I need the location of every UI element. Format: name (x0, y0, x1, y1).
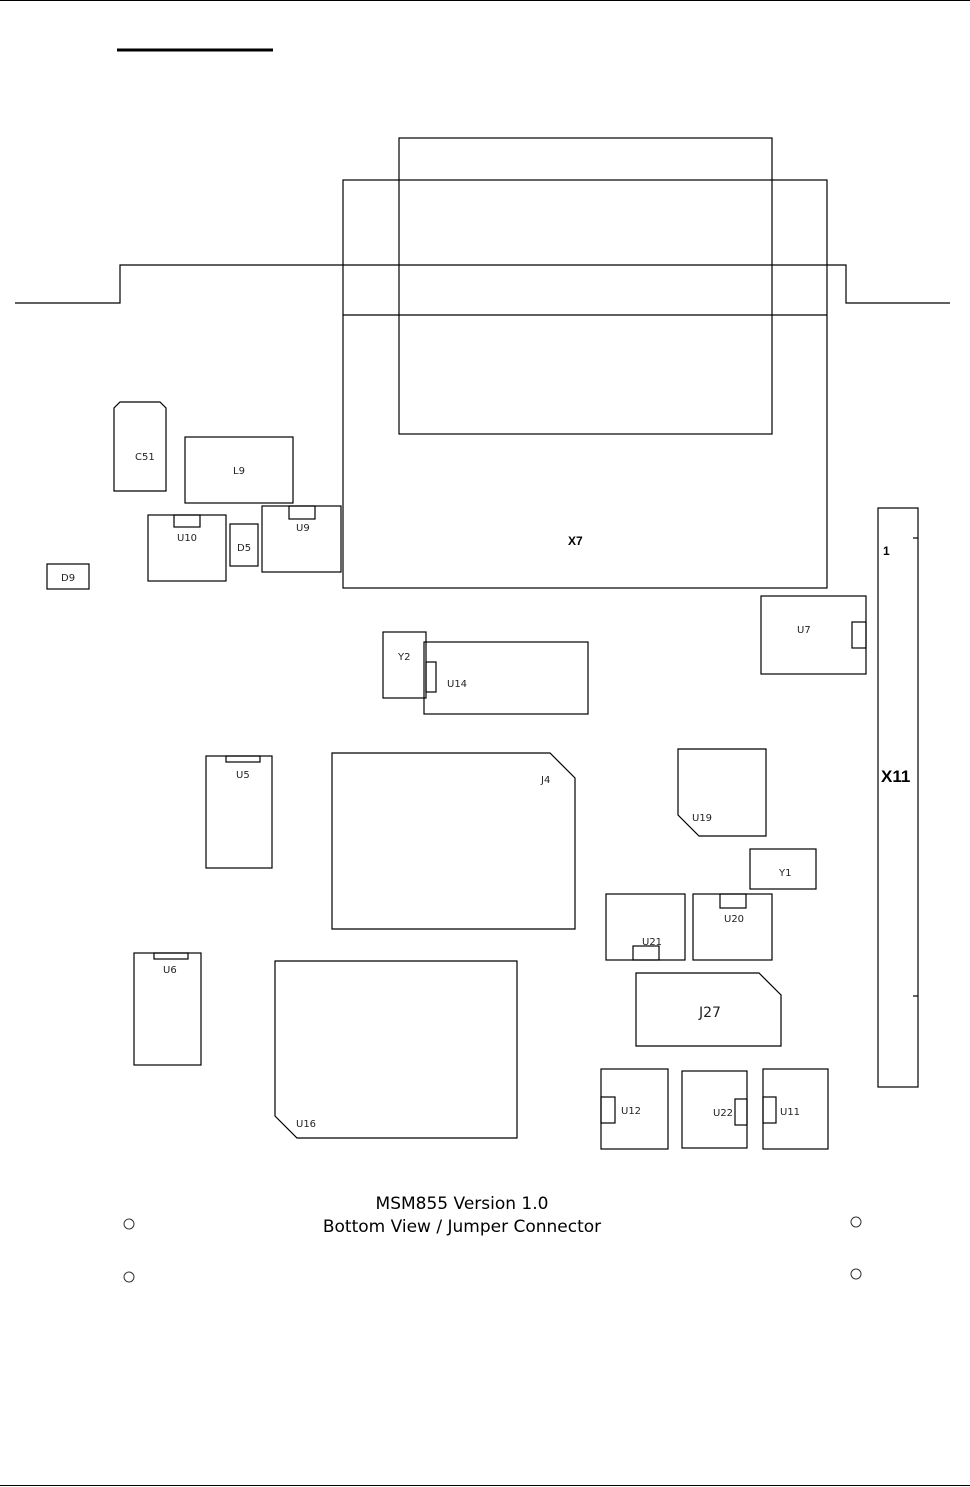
component-d5: D5 (230, 524, 258, 566)
component-u12: U12 (601, 1069, 668, 1149)
y2-outline (383, 632, 426, 698)
u12-label: U12 (621, 1106, 641, 1117)
u14-label: U14 (447, 679, 467, 690)
u22-notch (735, 1099, 747, 1125)
u22-label: U22 (713, 1108, 733, 1119)
d9-label: D9 (61, 573, 75, 584)
component-u16: U16 (275, 961, 517, 1138)
u16-outline (275, 961, 517, 1138)
u10-outline (148, 515, 226, 581)
u5-label: U5 (236, 770, 250, 781)
u10-notch (174, 515, 200, 527)
u11-notch (763, 1097, 776, 1123)
j4-outline (332, 753, 575, 929)
u21-outline (606, 894, 685, 960)
connector-x7: X7 (343, 138, 827, 588)
u7-notch (852, 622, 866, 648)
u6-label: U6 (163, 965, 177, 976)
u11-label: U11 (780, 1107, 800, 1118)
component-j27: J27 (636, 973, 781, 1046)
u10-label: U10 (177, 533, 197, 544)
u21-label: U21 (642, 937, 662, 948)
x7-body (343, 180, 827, 588)
c51-label: C51 (135, 452, 155, 463)
component-u22: U22 (682, 1071, 747, 1148)
mounting-hole-top-left (124, 1219, 134, 1229)
component-u10: U10 (148, 515, 226, 581)
u5-notch (226, 756, 260, 762)
u7-label: U7 (797, 625, 811, 636)
component-u11: U11 (763, 1069, 828, 1149)
x7-back-shell (399, 138, 772, 434)
u12-notch (601, 1097, 615, 1123)
u7-outline (761, 596, 866, 674)
component-u5: U5 (206, 756, 272, 868)
j27-label: J27 (698, 1005, 721, 1021)
d5-label: D5 (237, 543, 251, 554)
mounting-hole-bottom-left (124, 1272, 134, 1282)
y2-tab (426, 662, 436, 692)
component-d9: D9 (47, 564, 89, 589)
component-c51: C51 (114, 402, 166, 491)
u20-outline (693, 894, 772, 960)
u9-outline (262, 506, 341, 572)
component-u7: U7 (761, 596, 866, 674)
component-y1: Y1 (750, 849, 816, 889)
l9-label: L9 (233, 466, 245, 477)
component-u9: U9 (262, 506, 341, 572)
x11-label: X11 (881, 767, 910, 786)
u14-outline (424, 642, 588, 714)
u19-label: U19 (692, 813, 712, 824)
c51-outline (114, 402, 166, 491)
x7-label: X7 (568, 534, 583, 548)
component-l9: L9 (185, 437, 293, 503)
j4-label: J4 (540, 775, 550, 786)
u21-notch (633, 946, 659, 960)
mounting-hole-bottom-right (851, 1269, 861, 1279)
mounting-hole-top-right (851, 1217, 861, 1227)
u9-label: U9 (296, 523, 310, 534)
u16-label: U16 (296, 1119, 316, 1130)
x11-pin1-label: 1 (883, 544, 890, 558)
u9-notch (289, 506, 315, 519)
y2-label: Y2 (397, 652, 410, 663)
component-u21: U21 (606, 894, 685, 960)
y1-label: Y1 (778, 868, 791, 879)
component-u14: U14 (424, 642, 588, 714)
connector-x11: 1 X11 (878, 508, 918, 1087)
component-u19: U19 (678, 749, 766, 836)
u6-notch (154, 953, 188, 959)
u20-label: U20 (724, 914, 744, 925)
component-u20: U20 (693, 894, 772, 960)
x11-outline (878, 508, 918, 1087)
caption-title: MSM855 Version 1.0 (376, 1194, 549, 1214)
component-u6: U6 (134, 953, 201, 1065)
u20-notch (720, 894, 746, 908)
board-outline (15, 265, 950, 303)
caption-subtitle: Bottom View / Jumper Connector (323, 1217, 601, 1237)
component-j4: J4 (332, 753, 575, 929)
